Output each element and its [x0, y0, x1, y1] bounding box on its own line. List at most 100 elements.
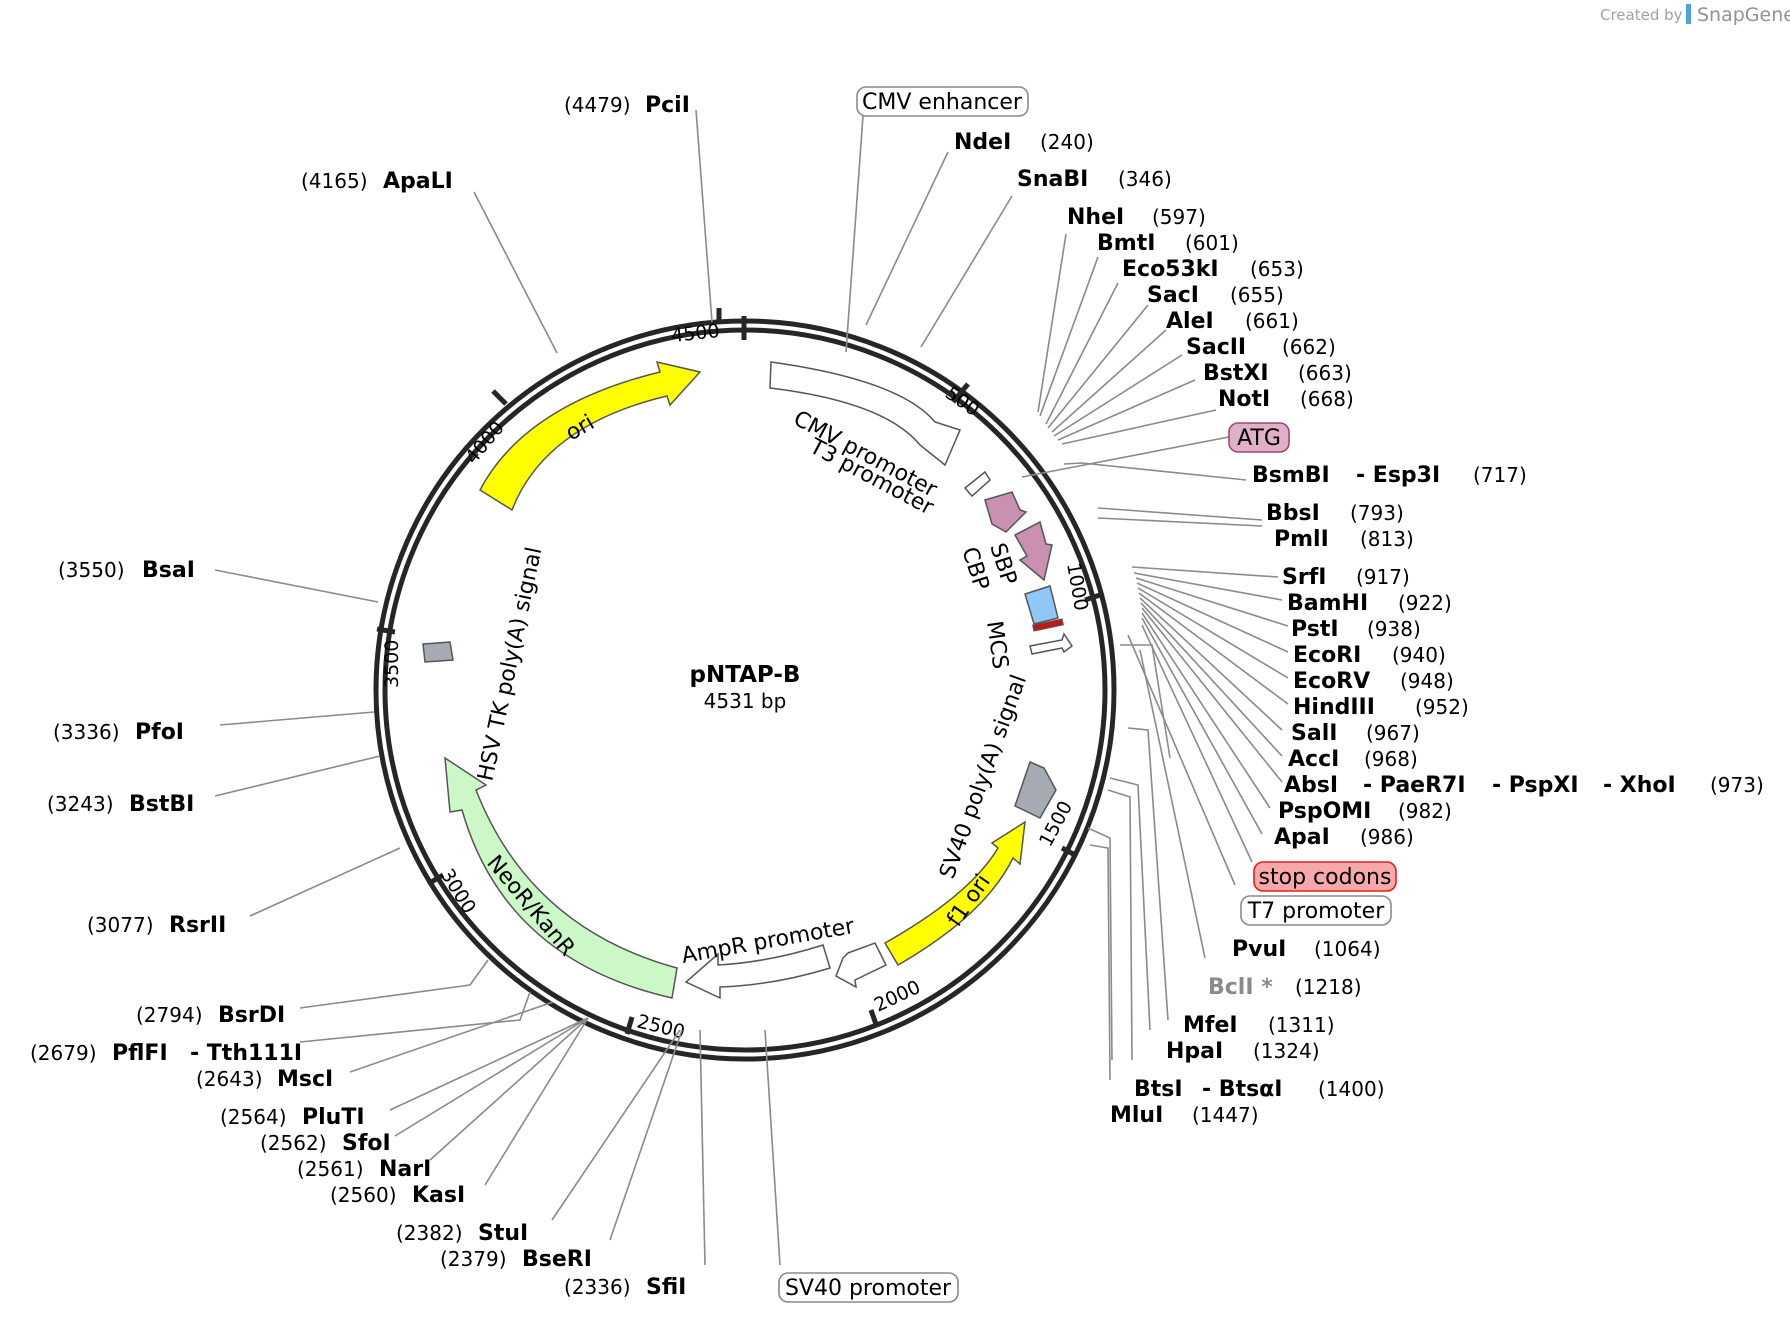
enzyme-ecorv[interactable]: EcoRV: [1293, 669, 1370, 694]
credit-brand[interactable]: SnapGene: [1697, 4, 1790, 26]
enzyme-mlui[interactable]: MluI: [1110, 1103, 1163, 1128]
enzyme-saci[interactable]: SacI: [1147, 283, 1199, 308]
enzyme-bstbi-pos: (3243): [47, 792, 114, 816]
neo-kan-arrow[interactable]: [444, 756, 678, 999]
atg-box[interactable]: [1228, 422, 1290, 453]
enzyme-msci-pos: (2643): [196, 1067, 263, 1091]
enzyme-eco53ki-pos: (653): [1250, 257, 1304, 281]
enzyme-psti[interactable]: PstI: [1291, 617, 1339, 642]
enzyme-sfii[interactable]: SfiI: [646, 1275, 686, 1300]
ampr-promoter-small-arrow[interactable]: [835, 942, 888, 989]
enzyme-ndei[interactable]: NdeI: [954, 130, 1011, 155]
enzyme-msci[interactable]: MscI: [277, 1067, 333, 1092]
sv40-promoter-box[interactable]: [778, 1272, 959, 1303]
enzyme-bsai[interactable]: BsaI: [142, 558, 195, 583]
enzyme-bsmbi-pos: (717): [1473, 463, 1527, 487]
enzyme-apali[interactable]: ApaLI: [383, 169, 453, 194]
enzyme-absi[interactable]: AbsI: [1284, 773, 1338, 798]
enzyme-pfoi[interactable]: PfoI: [135, 720, 184, 745]
enzyme-bcli[interactable]: BclI *: [1208, 975, 1273, 1000]
enzyme-sfii-pos: (2336): [564, 1275, 631, 1299]
enzyme-tth111i[interactable]: - Tth111I: [190, 1041, 302, 1066]
t7-promoter-box[interactable]: [1240, 895, 1392, 926]
tick-3500: 3500: [381, 640, 403, 688]
enzyme-kasi[interactable]: KasI: [412, 1183, 465, 1208]
t7-promoter-arrow[interactable]: [1029, 632, 1074, 655]
enzyme-bstbi[interactable]: BstBI: [129, 792, 194, 817]
enzyme-pflfi[interactable]: PflFI: [112, 1041, 168, 1066]
stop-codons-mark[interactable]: [1032, 618, 1064, 632]
enzyme-pmli[interactable]: PmlI: [1274, 527, 1329, 552]
enzyme-pfoi-pos: (3336): [53, 720, 120, 744]
enzyme-hpai[interactable]: HpaI: [1166, 1039, 1223, 1064]
stop-codons-box[interactable]: [1253, 861, 1397, 892]
hsv-tk-polya-box[interactable]: [422, 641, 454, 663]
tick-mark-500: [951, 382, 970, 404]
enzyme-mfei-pos: (1311): [1268, 1013, 1335, 1037]
enzyme-snabi[interactable]: SnaBI: [1017, 167, 1088, 192]
enzyme-paer7i[interactable]: - PaeR7I: [1363, 773, 1466, 798]
enzyme-noti-pos: (668): [1300, 387, 1354, 411]
enzyme-sacii[interactable]: SacII: [1186, 335, 1246, 360]
t3-promoter-arrow[interactable]: [963, 470, 991, 498]
enzyme-esp3i[interactable]: - Esp3I: [1356, 463, 1440, 488]
enzyme-ecori-pos: (940): [1392, 643, 1446, 667]
plasmid-name: pNTAP-B: [690, 662, 801, 688]
enzyme-xhoi[interactable]: - XhoI: [1603, 773, 1676, 798]
cmv-enhancer-box[interactable]: [856, 86, 1029, 117]
tick-mark-1000: [1084, 591, 1104, 603]
enzyme-ecori[interactable]: EcoRI: [1293, 643, 1361, 668]
enzyme-hpai-pos: (1324): [1253, 1039, 1320, 1063]
enzyme-srfi[interactable]: SrfI: [1282, 565, 1326, 590]
enzyme-nari[interactable]: NarI: [379, 1157, 431, 1182]
enzyme-pcii[interactable]: PciI: [645, 93, 690, 118]
enzyme-noti[interactable]: NotI: [1218, 387, 1270, 412]
enzyme-bseri-pos: (2379): [440, 1247, 507, 1271]
enzyme-sali-pos: (967): [1366, 721, 1420, 745]
mcs-box[interactable]: [1024, 585, 1059, 625]
enzyme-hindiii-pos: (952): [1415, 695, 1469, 719]
enzyme-sfoi[interactable]: SfoI: [342, 1131, 391, 1156]
enzyme-bstxi-pos: (663): [1298, 361, 1352, 385]
enzyme-apai[interactable]: ApaI: [1274, 825, 1330, 850]
enzyme-mfei[interactable]: MfeI: [1183, 1013, 1238, 1038]
enzyme-bstxi[interactable]: BstXI: [1203, 361, 1269, 386]
f1-ori-arrow[interactable]: [883, 820, 1026, 967]
sbp-arrow[interactable]: [984, 491, 1028, 533]
enzyme-pvui[interactable]: PvuI: [1232, 937, 1286, 962]
enzyme-pspomi[interactable]: PspOMI: [1278, 799, 1371, 824]
enzyme-pluti[interactable]: PluTI: [302, 1105, 365, 1130]
sv40-polya-box[interactable]: [1014, 760, 1057, 819]
ori-arrow[interactable]: [479, 360, 702, 512]
tick-mark-2000: [868, 1009, 880, 1028]
stop-codons-label: stop codons: [1259, 865, 1392, 890]
tick-mark-3000: [426, 872, 445, 887]
enzyme-pspxi[interactable]: - PspXI: [1492, 773, 1579, 798]
cbp-arrow[interactable]: [1013, 520, 1053, 582]
enzyme-bmti[interactable]: BmtI: [1097, 231, 1155, 256]
enzyme-hindiii[interactable]: HindIII: [1293, 695, 1375, 720]
enzyme-bseri[interactable]: BseRI: [522, 1247, 592, 1272]
mcs-label: MCS: [981, 619, 1012, 670]
tick-3000: 3000: [436, 865, 480, 918]
enzyme-bamhi[interactable]: BamHI: [1287, 591, 1368, 616]
enzyme-stui[interactable]: StuI: [478, 1221, 528, 1246]
enzyme-alei[interactable]: AleI: [1166, 309, 1214, 334]
enzyme-eco53ki[interactable]: Eco53kI: [1122, 257, 1219, 282]
enzyme-acci[interactable]: AccI: [1288, 747, 1339, 772]
enzyme-rsrii[interactable]: RsrII: [169, 913, 226, 938]
ampr-promoter-arrow[interactable]: [684, 944, 831, 1000]
enzyme-ndei-pos: (240): [1040, 130, 1094, 154]
t7-promoter-label: T7 promoter: [1247, 899, 1385, 924]
enzyme-bsmbi[interactable]: BsmBI: [1252, 463, 1330, 488]
enzyme-pluti-pos: (2564): [220, 1105, 287, 1129]
enzyme-bbsi[interactable]: BbsI: [1266, 501, 1320, 526]
enzyme-btsai[interactable]: - BtsαI: [1202, 1077, 1282, 1102]
enzyme-bsrdi[interactable]: BsrDI: [218, 1003, 285, 1028]
cmv-promoter-arrow[interactable]: [769, 361, 962, 467]
enzyme-sali[interactable]: SalI: [1291, 721, 1337, 746]
enzyme-nhei[interactable]: NheI: [1067, 205, 1124, 230]
tick-mark-1500: [1060, 845, 1079, 859]
enzyme-pflfi-pos: (2679): [30, 1041, 97, 1065]
enzyme-btsi[interactable]: BtsI: [1134, 1077, 1183, 1102]
